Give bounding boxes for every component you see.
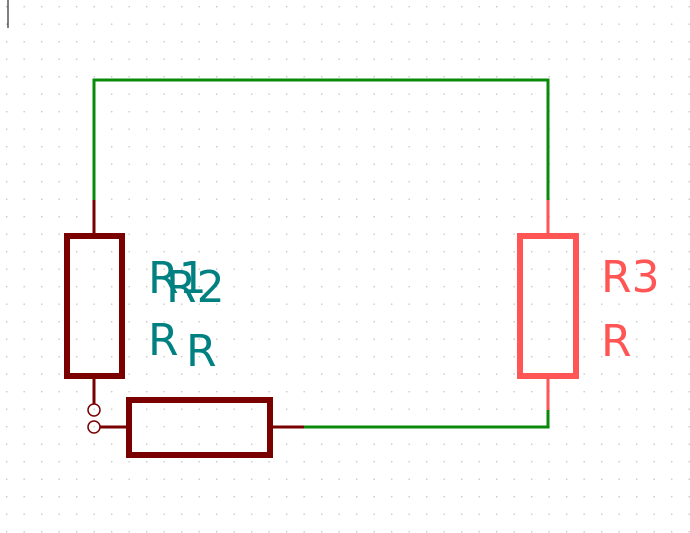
grid-dots — [6, 6, 690, 533]
r2-value-label[interactable]: R — [186, 326, 217, 377]
pin-circle-icon — [87, 403, 101, 417]
r3-body[interactable] — [517, 233, 579, 379]
wires[interactable] — [92, 78, 550, 429]
r3-value-label[interactable]: R — [601, 316, 632, 367]
r2-reference-label[interactable]: R2 — [166, 262, 225, 313]
wire-bottom[interactable] — [304, 410, 550, 429]
r1-reference-label[interactable]: R1 — [148, 253, 207, 304]
r2-body[interactable] — [126, 397, 273, 458]
resistor-r2[interactable] — [87, 397, 304, 458]
resistor-r1[interactable] — [64, 200, 125, 417]
r1-value-label[interactable]: R — [148, 315, 179, 366]
r1-body[interactable] — [64, 233, 125, 379]
wire-top-loop[interactable] — [92, 78, 550, 200]
resistor-r3[interactable] — [517, 200, 579, 410]
r3-reference-label[interactable]: R3 — [601, 252, 660, 303]
